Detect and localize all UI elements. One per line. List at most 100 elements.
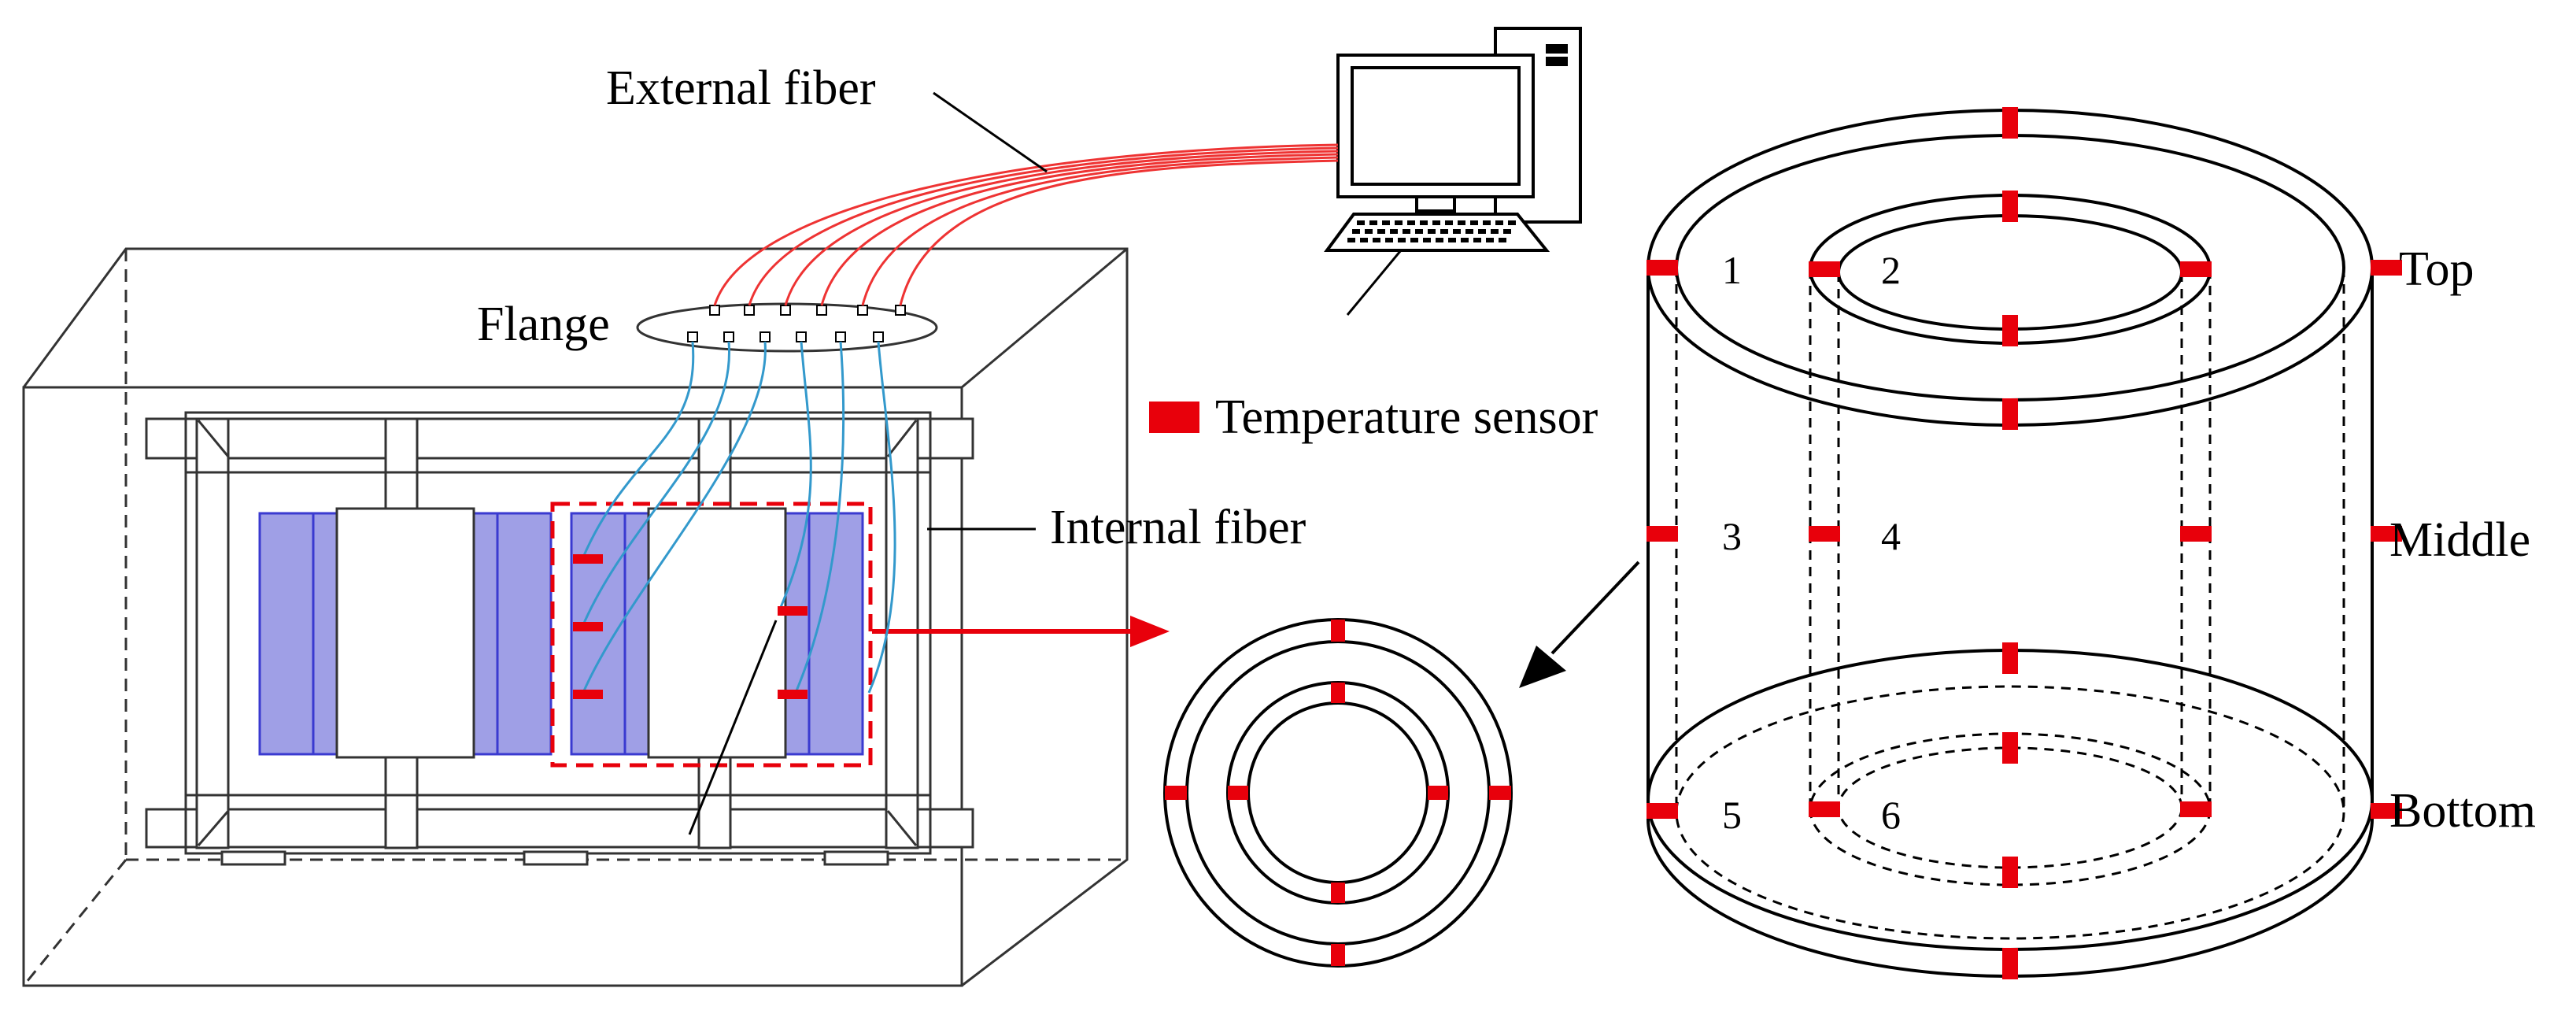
external-fiber-strand bbox=[784, 150, 1339, 306]
keyboard-key bbox=[1398, 238, 1406, 242]
internal-fiber-strand bbox=[581, 341, 695, 560]
flange-port bbox=[780, 305, 791, 316]
upper-yoke-clamp bbox=[145, 417, 974, 460]
winding-temperature-sensor bbox=[573, 622, 603, 631]
flange-port bbox=[709, 305, 720, 316]
keyboard-key bbox=[1423, 238, 1431, 242]
computer-icon bbox=[1324, 27, 1582, 252]
keyboard-key bbox=[1428, 229, 1436, 234]
corner-brace bbox=[886, 810, 918, 846]
inner-ring-outer-circle bbox=[1226, 681, 1450, 905]
tower-drive-slot bbox=[1546, 57, 1568, 66]
monitor-screen bbox=[1351, 66, 1521, 186]
level-bottom-label: Bottom bbox=[2389, 784, 2536, 838]
cross-section-view bbox=[1163, 618, 1513, 968]
keyboard-key bbox=[1432, 220, 1440, 225]
keyboard-key bbox=[1491, 229, 1499, 234]
winding-temperature-sensor bbox=[778, 606, 808, 616]
flange-port bbox=[687, 331, 698, 342]
keyboard-key bbox=[1445, 220, 1453, 225]
keyboard-key bbox=[1483, 220, 1491, 225]
corner-brace bbox=[886, 420, 918, 457]
cylinder-hidden-lines bbox=[1675, 268, 2345, 940]
keyboard-key bbox=[1465, 229, 1473, 234]
level-top-label: Top bbox=[2399, 242, 2474, 296]
highlighted-winding-box bbox=[550, 501, 873, 768]
cylinder-temperature-sensor bbox=[2002, 398, 2018, 430]
black-arrow bbox=[1519, 561, 1640, 688]
bottom-outer-ellipse bbox=[1646, 649, 2374, 951]
corner-brace bbox=[197, 810, 230, 846]
flange-port bbox=[873, 331, 884, 342]
keyboard-key bbox=[1365, 229, 1373, 234]
internal-fiber-strand bbox=[778, 341, 812, 612]
keyboard-key bbox=[1385, 238, 1393, 242]
cylinder-temperature-sensor bbox=[2371, 526, 2402, 542]
flange-port bbox=[759, 331, 771, 342]
cylinder-temperature-sensor bbox=[1646, 260, 1678, 276]
flange-port bbox=[796, 331, 807, 342]
support-foot bbox=[523, 850, 589, 866]
keyboard-key bbox=[1352, 229, 1360, 234]
keyboard-key bbox=[1508, 220, 1516, 225]
cylinder-temperature-sensor bbox=[2002, 315, 2018, 346]
cylinder-temperature-sensor bbox=[2002, 191, 2018, 222]
internal-fiber-strand bbox=[867, 341, 896, 694]
legend-temperature-sensor: Temperature sensor bbox=[1215, 390, 1598, 444]
cylinder-temperature-sensor bbox=[1646, 526, 1678, 542]
keyboard-keys bbox=[1347, 220, 1516, 242]
flange-port bbox=[895, 305, 906, 316]
cylinder-temperature-sensor bbox=[2002, 107, 2018, 139]
red-arrow bbox=[872, 616, 1170, 647]
cylinder-temperature-sensor bbox=[1646, 803, 1678, 819]
keyboard-key bbox=[1377, 229, 1385, 234]
keyboard-key bbox=[1357, 220, 1365, 225]
cylinder-temperature-sensor bbox=[2002, 642, 2018, 674]
sensor-number-1: 1 bbox=[1722, 248, 1742, 292]
flange-port bbox=[723, 331, 734, 342]
flange-port bbox=[835, 331, 846, 342]
inner-ring-inner-circle bbox=[1247, 701, 1429, 884]
cross-section-sensor bbox=[1165, 786, 1187, 800]
transformer-tank bbox=[22, 247, 1129, 987]
external-fiber-leader bbox=[933, 91, 1048, 173]
level-middle-label: Middle bbox=[2389, 513, 2530, 567]
windings bbox=[258, 507, 864, 759]
flange-port bbox=[744, 305, 755, 316]
winding-left-core-leg bbox=[335, 507, 475, 759]
keyboard-key bbox=[1453, 229, 1461, 234]
bottom-outer-inner-ellipse bbox=[1675, 685, 2345, 940]
keyboard-key bbox=[1461, 238, 1469, 242]
external-fibers bbox=[713, 143, 1339, 306]
sensor-number-6: 6 bbox=[1881, 793, 1901, 837]
winding-cylinder bbox=[1646, 109, 2374, 978]
cross-section-sensor bbox=[1331, 883, 1345, 903]
computer-cable bbox=[1346, 250, 1403, 316]
cylinder-temperature-sensor bbox=[1809, 261, 1840, 277]
monitor-stand bbox=[1415, 195, 1456, 213]
keyboard-key bbox=[1473, 238, 1481, 242]
keyboard-key bbox=[1360, 238, 1368, 242]
cylinder-sensors bbox=[1646, 107, 2402, 979]
sensor-number-5: 5 bbox=[1722, 793, 1742, 837]
external-fiber-label: External fiber bbox=[606, 61, 876, 115]
keyboard-key bbox=[1495, 220, 1503, 225]
cylinder-temperature-sensor bbox=[2002, 948, 2018, 979]
cross-section-sensor bbox=[1331, 620, 1345, 642]
tank-front-face bbox=[22, 386, 963, 987]
keyboard-key bbox=[1478, 229, 1486, 234]
keyboard-key bbox=[1373, 238, 1380, 242]
winding-temperature-sensor bbox=[573, 554, 603, 564]
internal-fiber-strand bbox=[793, 341, 845, 695]
keyboard-key bbox=[1499, 238, 1506, 242]
winding-temperature-sensor bbox=[573, 690, 603, 699]
internal-fiber-label: Internal fiber bbox=[1050, 501, 1306, 554]
cylinder-temperature-sensor bbox=[2180, 801, 2212, 817]
keyboard-key bbox=[1395, 220, 1403, 225]
cylinder-temperature-sensor bbox=[1809, 526, 1840, 542]
cylinder-temperature-sensor bbox=[2180, 261, 2212, 277]
top-outer-inner-ellipse bbox=[1675, 134, 2345, 402]
tank-top-edge bbox=[961, 247, 1128, 389]
keyboard-key bbox=[1347, 238, 1355, 242]
sensor-number-4: 4 bbox=[1881, 514, 1901, 558]
